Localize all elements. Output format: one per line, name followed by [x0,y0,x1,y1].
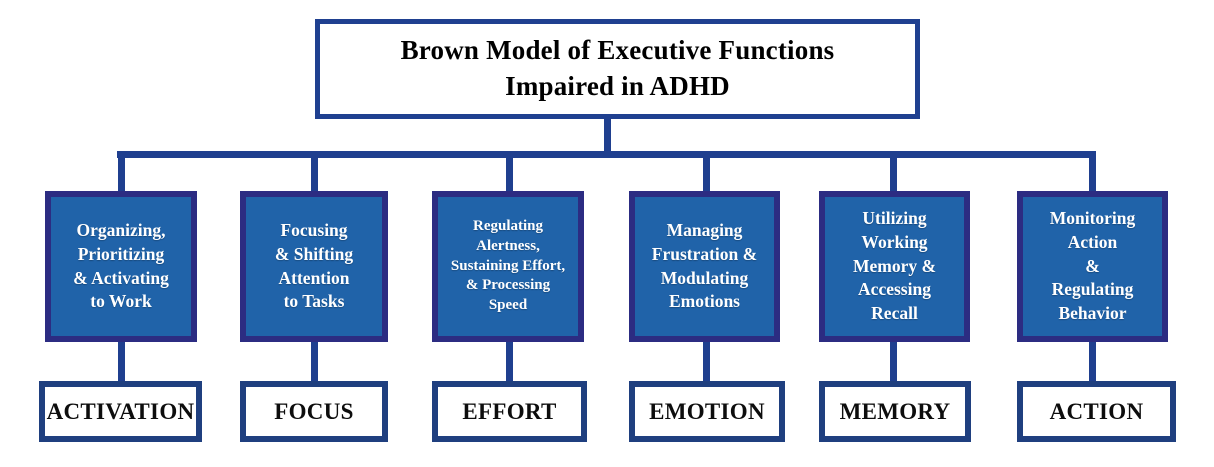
label-box-focus: FOCUS [240,381,388,442]
connector-leg-5 [890,340,897,383]
function-description-emotion: Managing Frustration & Modulating Emotio… [651,219,758,312]
diagram-title: Brown Model of Executive Functions Impai… [400,35,835,101]
connector-leg-3 [506,340,513,383]
function-description-activation: Organizing, Prioritizing & Activating to… [73,219,169,312]
connector-leg-1 [118,340,125,383]
connector-drop-6 [1089,155,1096,192]
connector-drop-2 [311,155,318,192]
connector-drop-1 [118,155,125,192]
function-box-action: Monitoring Action & Regulating Behavior [1017,191,1168,342]
connector-title-stem [604,119,611,154]
label-box-effort: EFFORT [432,381,587,442]
function-description-action: Monitoring Action & Regulating Behavior [1049,208,1136,324]
function-box-effort: Regulating Alertness, Sustaining Effort,… [432,191,584,342]
connector-horizontal-bus [117,151,1096,158]
connector-leg-2 [311,340,318,383]
function-box-focus: Focusing & Shifting Attention to Tasks [240,191,388,342]
connector-drop-3 [506,155,513,192]
connector-leg-6 [1089,340,1096,383]
function-description-focus: Focusing & Shifting Attention to Tasks [274,219,354,312]
label-box-activation: ACTIVATION [39,381,202,442]
connector-drop-5 [890,155,897,192]
label-activation: ACTIVATION [46,398,195,424]
label-box-emotion: EMOTION [629,381,785,442]
label-effort: EFFORT [462,398,557,424]
function-box-memory: Utilizing Working Memory & Accessing Rec… [819,191,970,342]
label-box-memory: MEMORY [819,381,971,442]
function-description-memory: Utilizing Working Memory & Accessing Rec… [852,208,937,324]
label-memory: MEMORY [839,398,951,424]
function-box-emotion: Managing Frustration & Modulating Emotio… [629,191,780,342]
function-description-effort: Regulating Alertness, Sustaining Effort,… [450,218,566,314]
label-box-action: ACTION [1017,381,1176,442]
diagram-title-box: Brown Model of Executive Functions Impai… [315,19,920,119]
label-action: ACTION [1049,398,1144,424]
label-emotion: EMOTION [649,398,765,424]
function-box-activation: Organizing, Prioritizing & Activating to… [45,191,197,342]
label-focus: FOCUS [274,398,354,424]
connector-drop-4 [703,155,710,192]
connector-leg-4 [703,340,710,383]
